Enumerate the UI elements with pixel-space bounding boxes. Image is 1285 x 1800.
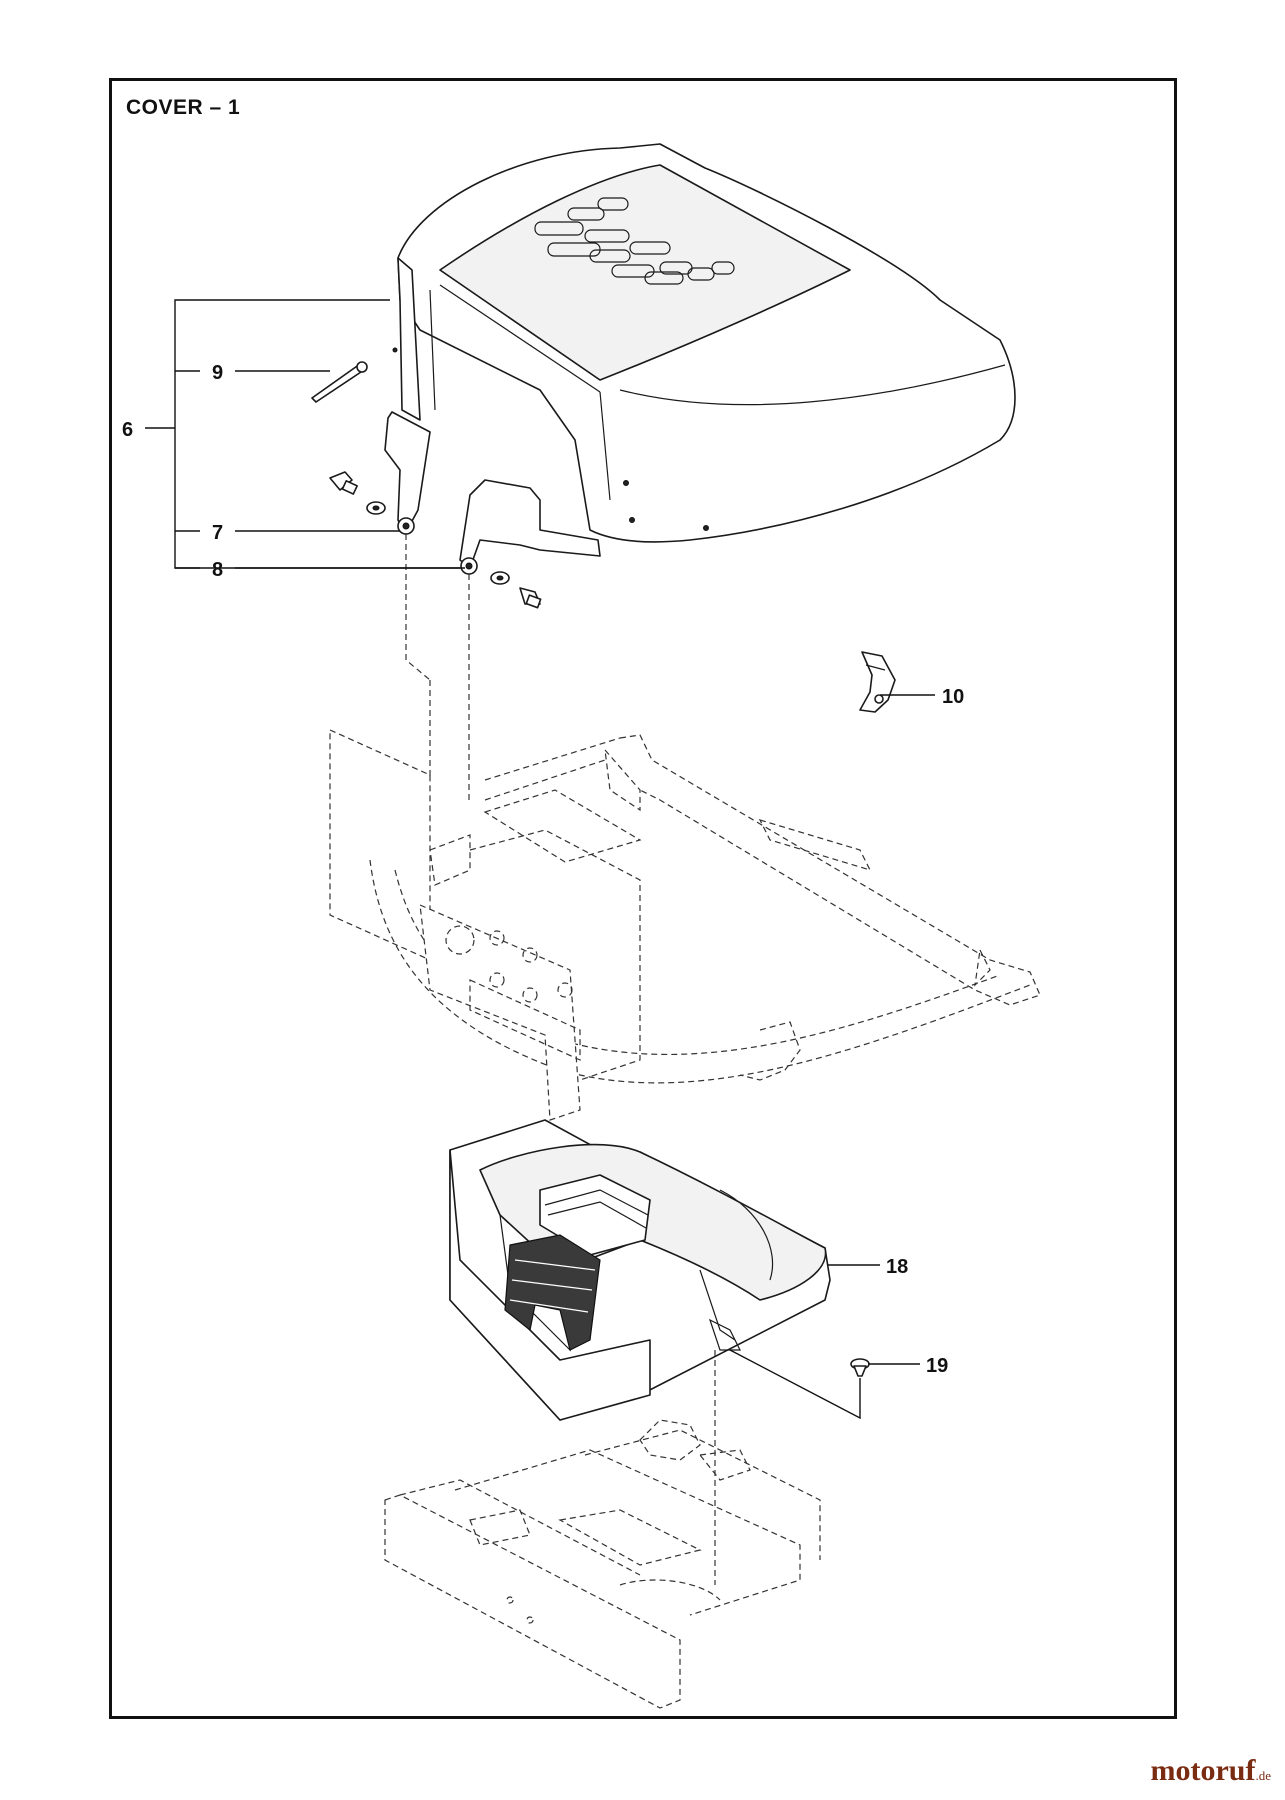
alignment-lines-lower xyxy=(714,1349,861,1585)
callout-7: 7 xyxy=(212,522,223,544)
alignment-lines-upper xyxy=(405,534,470,800)
callout-6: 6 xyxy=(122,419,133,441)
pin-part[interactable] xyxy=(311,361,368,403)
hinge-bracket-left-part[interactable] xyxy=(384,411,431,535)
hinge-screws xyxy=(329,471,542,609)
watermark-brand: motoruf xyxy=(1150,1754,1256,1787)
upper-cover-part[interactable] xyxy=(392,143,1016,543)
callout-8: 8 xyxy=(212,559,223,581)
engine-cover-part[interactable] xyxy=(449,1119,831,1421)
vent-slots xyxy=(534,197,735,285)
bolt-part[interactable] xyxy=(850,1358,870,1377)
diagram-frame xyxy=(109,78,1177,1719)
callout-19: 19 xyxy=(926,1355,948,1377)
diagram-title: COVER – 1 xyxy=(126,96,241,119)
hinge-bracket-right-part[interactable] xyxy=(459,479,601,575)
clip-part[interactable] xyxy=(859,651,896,713)
mower-frame-phantom xyxy=(329,729,1041,1121)
callout-18: 18 xyxy=(886,1256,908,1278)
callout-leaders xyxy=(145,299,935,1365)
callout-10: 10 xyxy=(942,686,964,708)
watermark-suffix: .de xyxy=(1255,1768,1271,1783)
lower-chassis-phantom xyxy=(384,1419,821,1709)
watermark-logo: motoruf.de xyxy=(1150,1754,1271,1788)
callout-labels: 9 6 7 8 10 18 19 xyxy=(122,362,964,1377)
callout-9: 9 xyxy=(212,362,223,384)
